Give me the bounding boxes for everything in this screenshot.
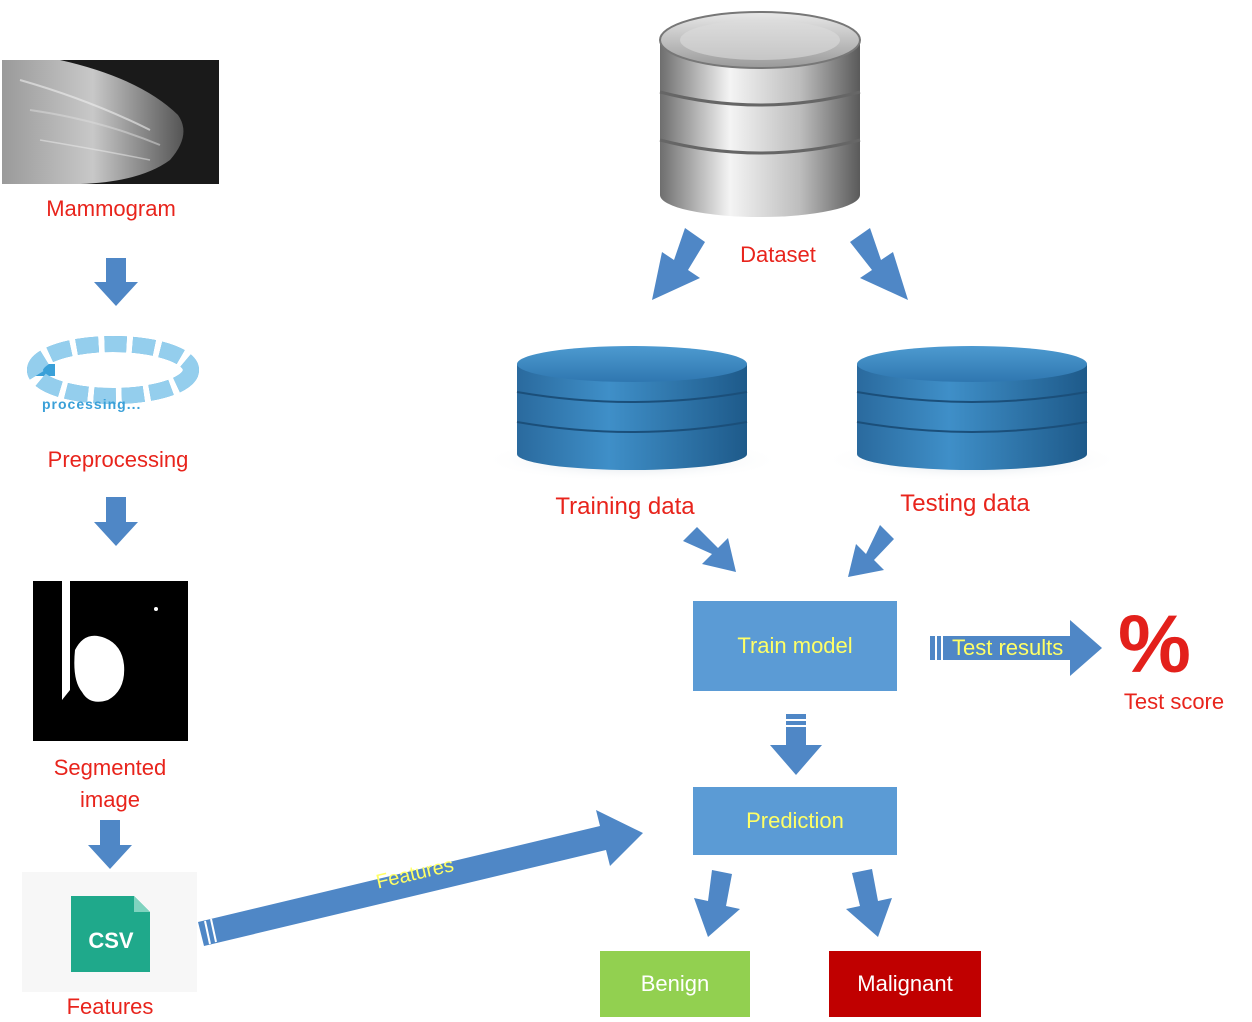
arrow-model-to-prediction: [770, 714, 822, 775]
training-data-database-icon: [482, 346, 782, 482]
preprocessing-label: Preprocessing: [47, 447, 189, 472]
mammogram-image: [2, 60, 219, 184]
processing-ring-icon: [27, 336, 199, 404]
csv-file-icon: [22, 872, 197, 992]
processing-caption: processing...: [42, 396, 142, 412]
arrow-prediction-to-benign: [694, 870, 740, 937]
benign-box: Benign: [600, 951, 750, 1017]
arrow-dataset-to-training: [652, 228, 705, 300]
features-label: Features: [66, 994, 154, 1019]
arrow-dataset-to-testing: [850, 228, 908, 300]
prediction-label: Prediction: [746, 808, 844, 833]
segmented-image: [33, 581, 188, 741]
svg-text:%: %: [1118, 599, 1191, 690]
dataset-database-icon: [659, 11, 861, 217]
dataset-label: Dataset: [740, 242, 816, 267]
malignant-label: Malignant: [857, 971, 953, 996]
arrow-test-results: [930, 620, 1102, 676]
train-model-box: Train model: [693, 601, 897, 691]
arrow-preprocessing-to-segmented: [94, 497, 138, 546]
arrow-training-to-model: [683, 527, 736, 572]
csv-icon-text: CSV: [88, 928, 134, 953]
testing-data-database-icon: [822, 346, 1122, 482]
percent-icon: %: [1118, 599, 1191, 690]
testing-data-label: Testing data: [900, 490, 1030, 517]
training-data-label: Training data: [555, 493, 695, 520]
train-model-label: Train model: [737, 633, 853, 658]
malignant-box: Malignant: [829, 951, 981, 1017]
benign-label: Benign: [640, 971, 710, 996]
arrow-mammogram-to-preprocessing: [94, 258, 138, 306]
segmented-image-label: Segmented image: [53, 755, 167, 812]
arrow-testing-to-model: [848, 525, 894, 577]
arrow-segmented-to-features: [88, 820, 132, 869]
test-score-label: Test score: [1123, 689, 1225, 714]
mammogram-label: Mammogram: [46, 196, 176, 221]
arrow-features-to-prediction: [198, 810, 643, 946]
prediction-box: Prediction: [693, 787, 897, 855]
test-results-label: Test results: [952, 635, 1064, 660]
arrow-prediction-to-malignant: [846, 869, 892, 937]
